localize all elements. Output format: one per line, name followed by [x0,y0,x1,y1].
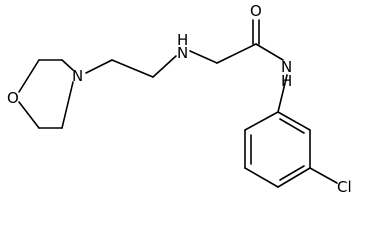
atom-amide-hydrogen: H [281,72,292,90]
molecule-diagram: O N H N O N H Cl [7,2,352,196]
bond-ar-inner-3 [279,118,305,134]
atom-morpholine-oxygen: O [7,89,19,107]
bond-ch2-nh [152,55,177,78]
bond-nh-ch2 [189,50,218,64]
bond-ch2-co [216,43,257,64]
bond-n-ch2 [85,59,113,74]
bond-ar-3 [244,167,279,188]
bond-c-cl [309,167,338,184]
bond-ar-4 [277,167,311,188]
atom-morpholine-nitrogen: N [72,67,83,85]
bond-ring-o-top [18,59,40,93]
bond-ring-top-n [61,59,74,71]
atom-amine-nitrogen: N [177,44,188,62]
bond-ring-bottom-o [18,101,40,129]
bond-ar-6 [277,111,311,131]
bond-ring-n-bottom [61,81,74,129]
bond-ar-1 [244,111,279,131]
bond-ch2-ch2 [111,59,154,78]
structure-svg: O N H N O N H Cl [7,2,352,196]
atom-carbonyl-oxygen: O [250,2,262,20]
atom-chlorine: Cl [337,178,352,196]
bond-amide-n-ring [277,74,288,113]
bond-ar-inner-2 [279,165,305,181]
atom-amide-nitrogen: N [281,58,292,76]
atom-amine-hydrogen: H [177,31,188,49]
bond-c-nh-amide [255,43,284,61]
